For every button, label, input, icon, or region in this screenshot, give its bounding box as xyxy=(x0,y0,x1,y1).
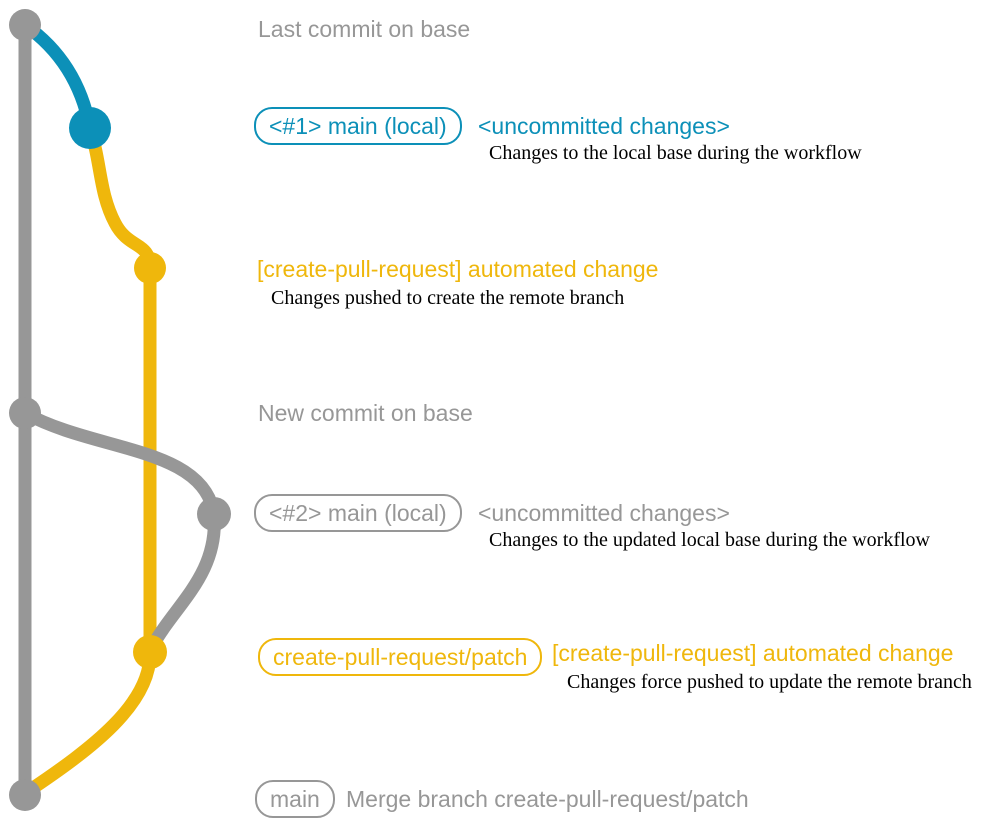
uncommitted-changes-heading-2: <uncommitted changes> xyxy=(478,500,730,526)
commit-dot-local-main-1 xyxy=(69,107,111,149)
uncommitted-changes-description-2: Changes to the updated local base during… xyxy=(489,529,930,551)
commit-dot-patch-2 xyxy=(133,635,167,669)
automated-change-description-1: Changes pushed to create the remote bran… xyxy=(271,287,625,309)
commit-dot-patch-1 xyxy=(134,252,166,284)
branch-pill-main-local-2: <#2> main (local) xyxy=(254,494,462,532)
automated-change-heading-2: [create-pull-request] automated change xyxy=(552,640,954,666)
branch-pill-main-local-1: <#1> main (local) xyxy=(254,107,462,145)
automated-change-heading-1: [create-pull-request] automated change xyxy=(257,256,659,282)
uncommitted-changes-description-1: Changes to the local base during the wor… xyxy=(489,142,862,164)
commit-dot-merge xyxy=(9,779,41,811)
automated-change-description-2: Changes force pushed to update the remot… xyxy=(567,671,972,693)
commit-dot-last-commit-on-base xyxy=(9,9,41,41)
commit-dot-local-main-2 xyxy=(197,497,231,531)
uncommitted-changes-heading-1: <uncommitted changes> xyxy=(478,113,730,139)
branch-curve-local-main-2 xyxy=(18,406,221,521)
branch-pill-main: main xyxy=(255,780,335,818)
commit-dot-new-commit-on-base xyxy=(9,397,41,429)
commit-title-last-commit-on-base: Last commit on base xyxy=(258,16,471,42)
commit-title-new-commit-on-base: New commit on base xyxy=(258,400,473,426)
branch-pill-create-pull-request-patch: create-pull-request/patch xyxy=(258,638,543,676)
commit-title-merge-branch: Merge branch create-pull-request/patch xyxy=(346,786,749,812)
branch-curve-local-main-2-to-patch xyxy=(144,507,221,656)
branch-curve-create-pull-request-patch xyxy=(20,123,157,799)
